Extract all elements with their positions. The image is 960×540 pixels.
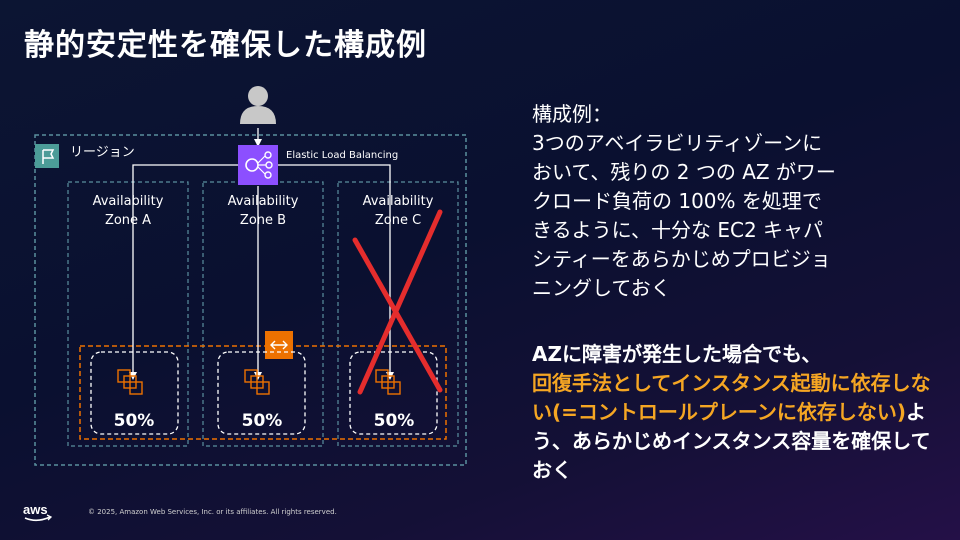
description-line: きるように、十分な EC2 キャパ — [532, 218, 824, 242]
description-heading: 構成例： — [532, 102, 612, 126]
key-point-text: AZに障害が発生した場合でも、回復手法としてインスタンス起動に依存しない(=コン… — [532, 340, 942, 485]
ec2-instances-icon — [375, 369, 401, 395]
aws-logo: aws — [23, 502, 53, 522]
instance-group-a: 50% — [90, 351, 179, 435]
copyright-text: © 2025, Amazon Web Services, Inc. or its… — [88, 508, 337, 516]
region-box — [34, 134, 467, 466]
elb-label: Elastic Load Balancing — [286, 150, 398, 161]
svg-text:aws: aws — [23, 502, 48, 517]
capacity-label-c: 50% — [374, 411, 415, 431]
key-point-lead: AZに障害が発生した場合でも、 — [532, 342, 822, 366]
ec2-instances-icon — [244, 369, 270, 395]
az-a-label-line1: Availability — [93, 194, 164, 209]
description-line: シティーをあらかじめプロビジョ — [532, 247, 831, 271]
auto-scaling-group-box — [79, 345, 447, 440]
key-point-tail: よう、あらかじめインスタンス容量を確保しておく — [532, 400, 931, 482]
az-c-label-line2: Zone C — [375, 213, 421, 228]
description-text: 構成例： 3つのアベイラビリティゾーンに おいて、残りの 2 つの AZ がワー… — [532, 100, 942, 303]
user-icon — [240, 86, 276, 124]
az-a-label-line2: Zone A — [105, 213, 151, 228]
az-box-a — [67, 181, 189, 447]
elastic-load-balancing-icon — [238, 145, 278, 185]
capacity-label-a: 50% — [114, 411, 155, 431]
instance-group-c: 50% — [349, 351, 438, 435]
az-b-label-line1: Availability — [228, 194, 299, 209]
key-point-highlight: 回復手法としてインスタンス起動に依存しない(=コントロールプレーンに依存しない) — [532, 371, 931, 424]
elb-to-az-a-arrow — [129, 164, 240, 380]
page-title: 静的安定性を確保した構成例 — [24, 28, 427, 63]
description-line: おいて、残りの 2 つの AZ がワー — [532, 160, 836, 184]
az-box-c — [337, 181, 459, 447]
description-line: クロード負荷の 100% を処理で — [532, 189, 822, 213]
description-line: 3つのアベイラビリティゾーンに — [532, 131, 823, 155]
region-flag-icon — [35, 144, 59, 168]
capacity-label-b: 50% — [242, 411, 283, 431]
az-b-label-line2: Zone B — [240, 213, 286, 228]
region-label: リージョン — [70, 145, 135, 160]
az-c-label-line1: Availability — [363, 194, 434, 209]
az-failure-cross — [352, 209, 443, 395]
auto-scaling-icon — [265, 331, 293, 359]
instance-group-b: 50% — [217, 351, 306, 435]
description-line: ニングしておく — [532, 276, 671, 300]
ec2-instances-icon — [117, 369, 143, 395]
